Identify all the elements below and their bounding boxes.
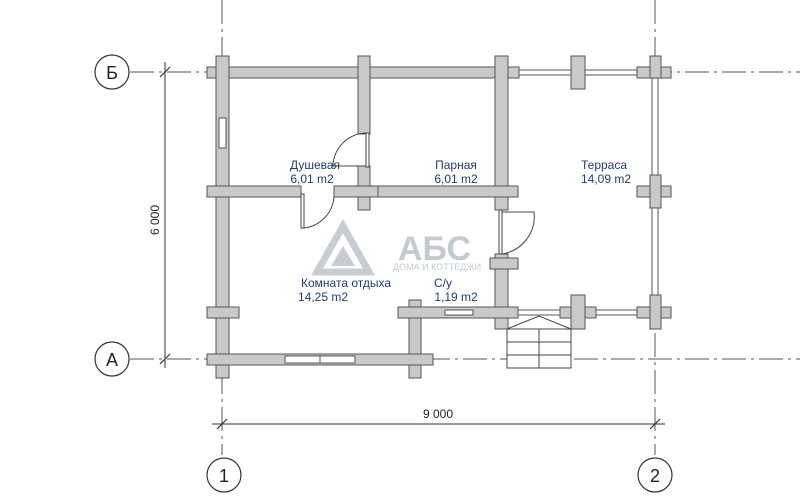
wall-mid-center [333,185,379,198]
wall-shower-upper [357,55,371,135]
axis-bubble-1: 1 [206,457,242,493]
window-bath [444,309,474,316]
door-steam-leaf [498,209,503,255]
dim-tick-right [649,418,661,430]
door-rest-arc [303,196,335,229]
room-name-shower: Душевая [290,158,340,172]
axis-bubble-2-circle [637,457,673,493]
dimension-vertical: 6 000 [148,62,171,368]
doors [300,132,535,255]
axis-bubble-a-circle [94,341,130,377]
wall-left [215,55,230,379]
walls [206,55,672,379]
room-area-shower: 6,01 m2 [290,172,334,186]
door-shower-leaf [365,132,370,168]
window-left [218,117,227,149]
watermark-logo: АБС ДОМА И КОТТЕДЖИ [311,218,481,276]
door-shower-arc [332,132,367,167]
dim-label-vertical: 6 000 [148,205,162,235]
stair-landing [506,315,572,330]
logo-triangle-inner [331,246,355,266]
stairs [506,315,572,369]
room-name-steam: Парная [435,158,477,172]
axis-label-b: Б [106,63,118,83]
wall-mid-right [377,185,519,198]
axis-bubble-a: А [94,341,130,377]
room-area-bath: 1,19 m2 [434,290,478,304]
dim-tick-top [159,66,171,78]
room-area-terrace: 14,09 m2 [581,172,631,186]
axis-label-1: 1 [219,466,229,486]
post-top-mid [570,55,586,90]
axis-label-a: А [106,350,118,370]
watermark-tagline: ДОМА И КОТТЕДЖИ [393,262,481,272]
room-name-terrace: Терраса [581,158,627,172]
room-area-rest: 14,25 m2 [298,290,348,304]
axis-bubble-b: Б [94,54,130,90]
axis-label-2: 2 [650,466,660,486]
dim-tick-bottom [159,353,171,365]
post-bottom-right [649,294,662,330]
beam-bath-ledge [489,257,519,270]
post-top-right [649,55,662,79]
room-name-bath: С/у [434,276,452,290]
watermark-brand: АБС [398,230,471,268]
axis-bubble-1-circle [206,457,242,493]
logo-triangle-outer [311,218,375,276]
dim-tick-left [216,418,228,430]
axis-bubble-2: 2 [637,457,673,493]
room-name-rest: Комната отдыха [301,276,391,290]
wall-mid-left [206,185,302,198]
dim-label-horizontal: 9 000 [423,407,453,421]
dimension-horizontal: 9 000 [212,407,665,430]
beam-left-lower [206,306,240,319]
door-steam-arc [501,211,535,255]
room-area-steam: 6,01 m2 [434,172,478,186]
post-bottom-mid [570,294,586,330]
axis-bubble-b-circle [94,54,130,90]
post-mid-right [649,174,662,209]
room-labels: Душевая 6,01 m2 Парная 6,01 m2 Терраса 1… [290,158,631,304]
door-rest-leaf [300,193,305,229]
